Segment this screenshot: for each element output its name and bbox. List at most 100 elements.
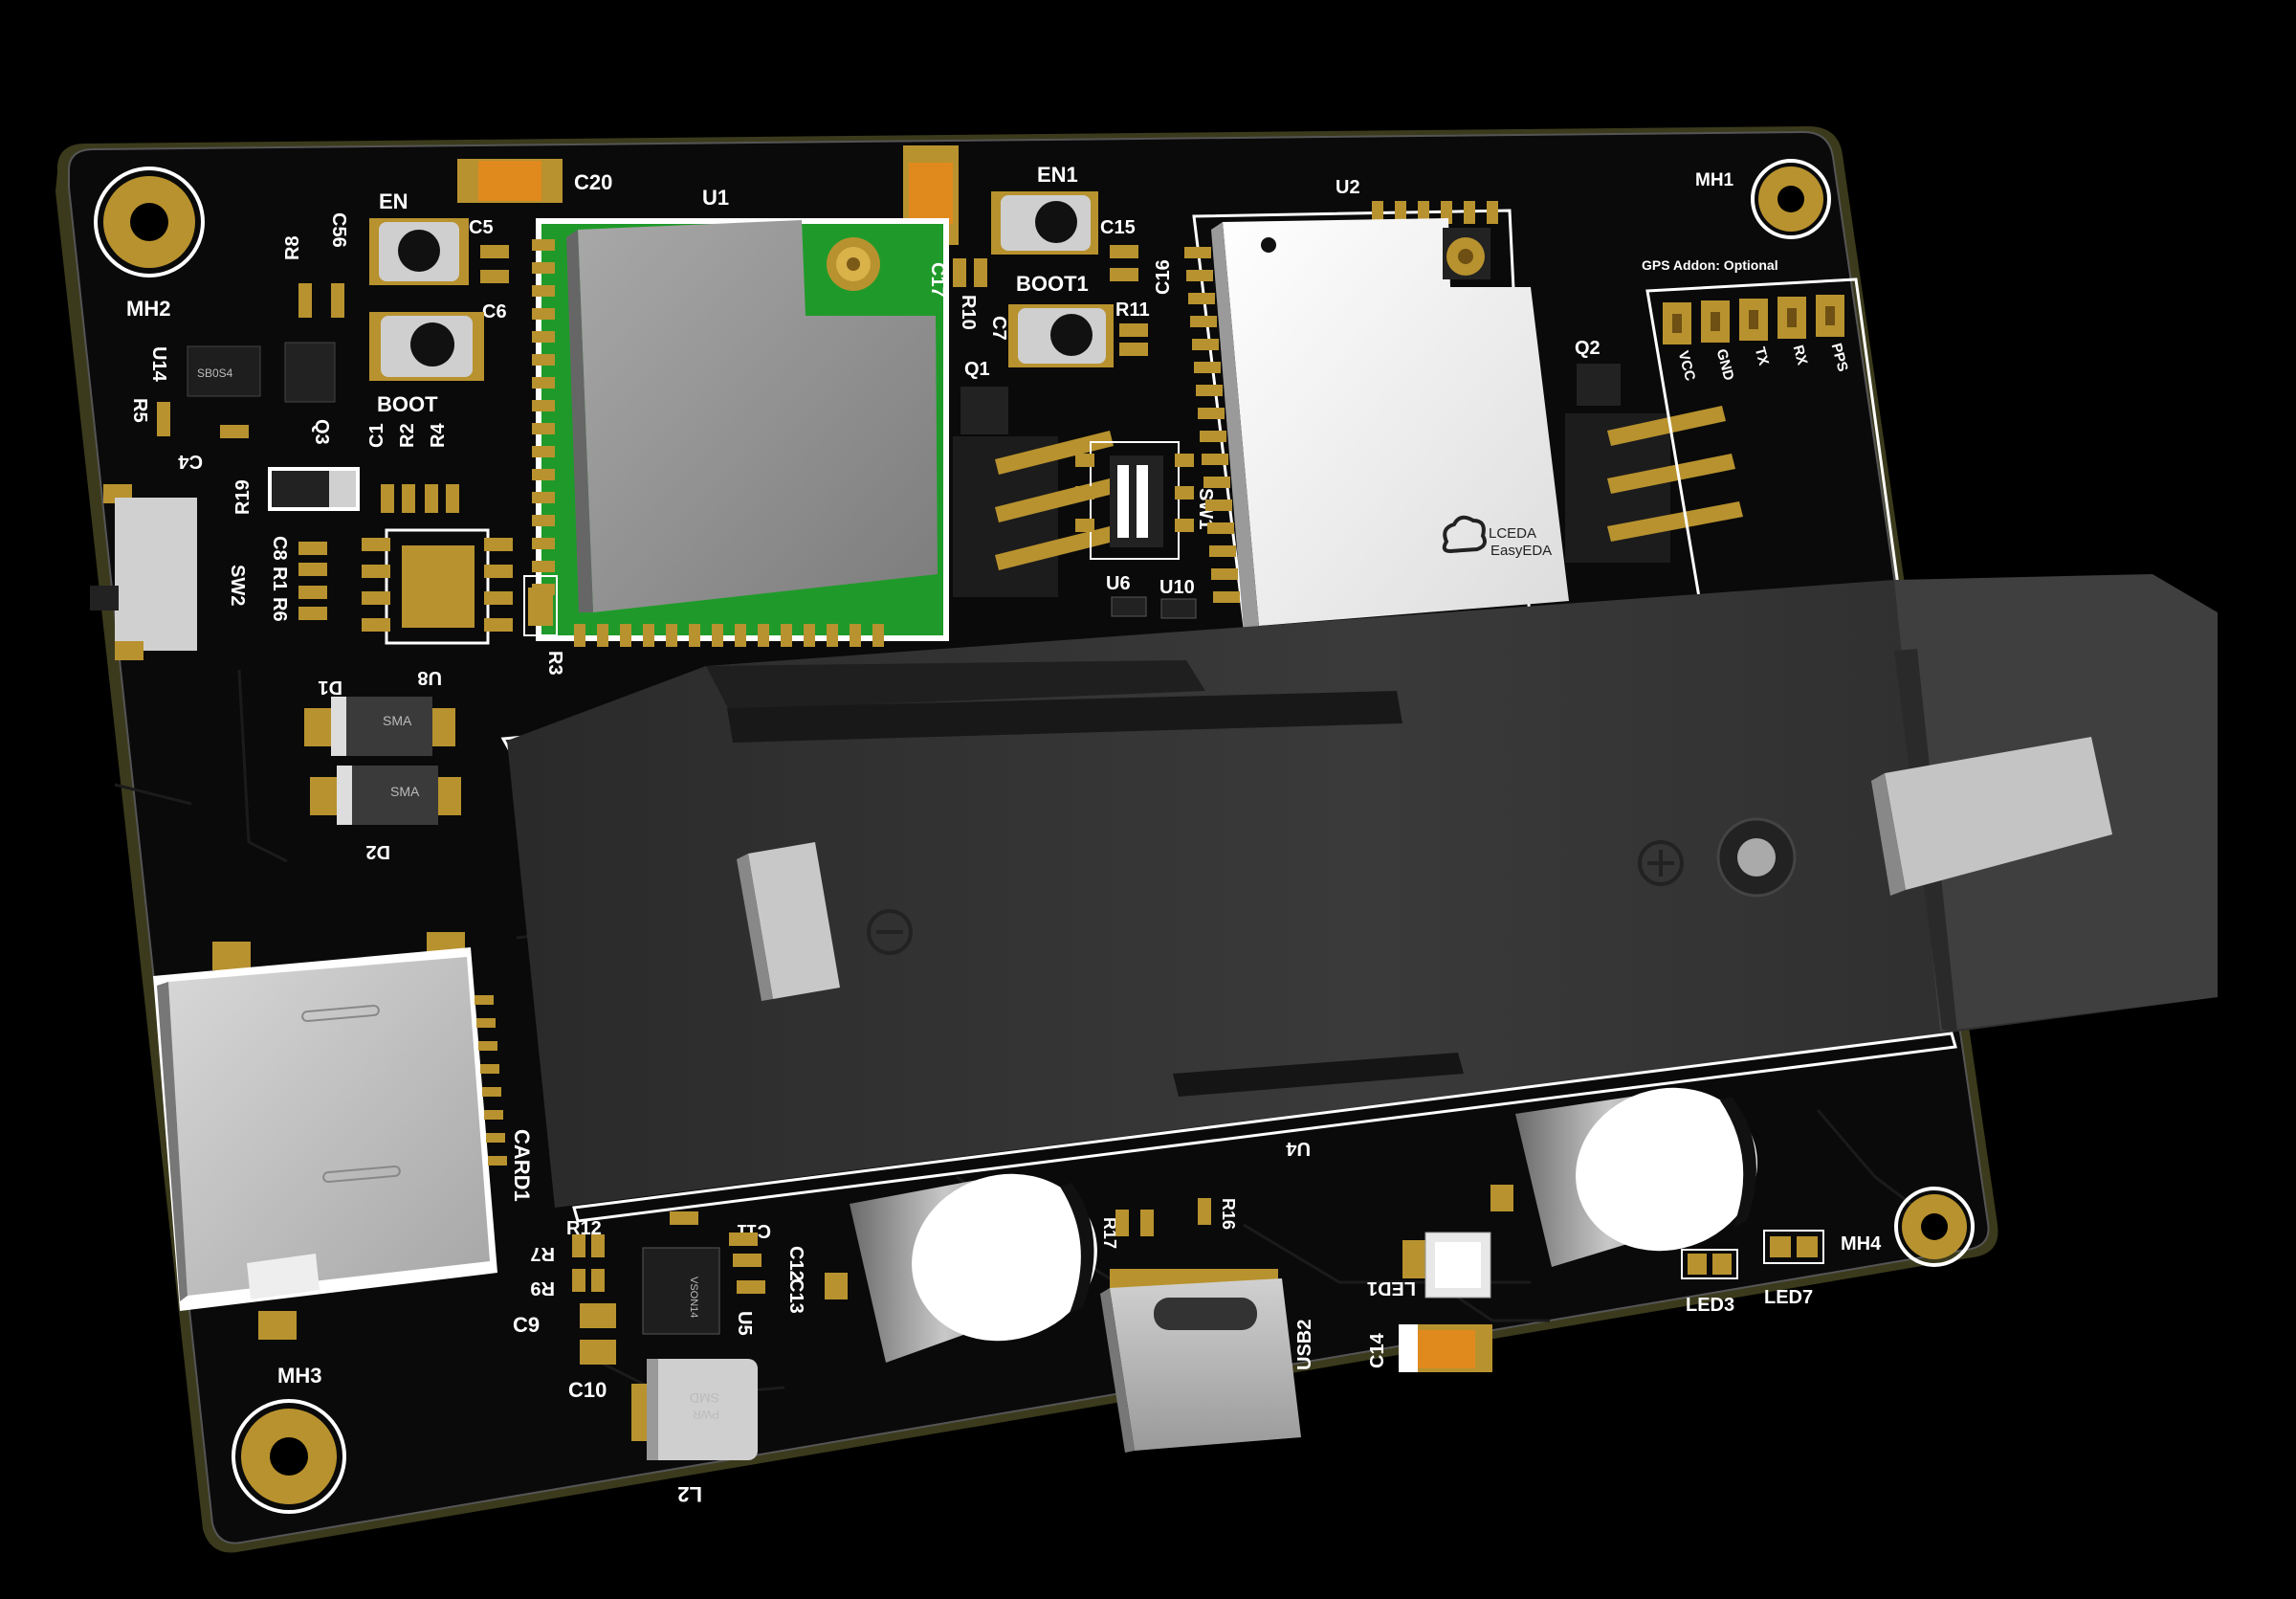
- resistor-r19: [268, 467, 360, 511]
- gps-header: [1645, 278, 1900, 599]
- label-d1: D1: [318, 677, 342, 698]
- label-r6: R6: [269, 597, 290, 622]
- battery-holder-u4: [500, 574, 2218, 1223]
- label-r8: R8: [282, 235, 303, 260]
- transistor-q2: [1577, 364, 1621, 406]
- mounting-hole-mh1: [1751, 159, 1831, 239]
- label-mh4: MH4: [1841, 1233, 1882, 1255]
- led-led1: [1402, 1232, 1491, 1299]
- mounting-hole-mh3: [232, 1399, 346, 1514]
- label-l2: L2: [677, 1482, 702, 1506]
- label-r12: R12: [566, 1218, 602, 1239]
- label-c12: C12: [785, 1246, 806, 1281]
- label-c5: C5: [469, 217, 494, 238]
- usb-c-port-usb2[interactable]: [1100, 1269, 1301, 1453]
- label-mh2: MH2: [126, 297, 170, 321]
- label-mh1: MH1: [1695, 170, 1734, 190]
- label-usb2: USB2: [1294, 1320, 1315, 1370]
- pin-header-left: [953, 431, 1114, 597]
- label-r9: R9: [530, 1277, 555, 1299]
- label-c6: C6: [482, 301, 507, 322]
- label-u1: U1: [702, 186, 729, 210]
- label-c15: C15: [1100, 217, 1136, 238]
- label-r4: R4: [428, 423, 449, 448]
- label-boot1: BOOT1: [1016, 272, 1089, 296]
- chip-u5: VSON14: [642, 1247, 720, 1335]
- label-u2: U2: [1336, 177, 1360, 198]
- diode-d2-mark: SMA: [390, 784, 420, 799]
- label-c14: C14: [1367, 1332, 1388, 1368]
- led-led3: [1681, 1249, 1738, 1279]
- gps-pin-tx: TX: [1752, 345, 1772, 367]
- passives-mid: [953, 245, 1148, 356]
- label-led3: LED3: [1686, 1295, 1734, 1316]
- label-u5: U5: [734, 1311, 755, 1336]
- label-u6: U6: [1106, 573, 1131, 594]
- button-en1[interactable]: [991, 191, 1098, 255]
- label-u10: U10: [1159, 577, 1195, 598]
- switch-sw1[interactable]: [1075, 441, 1194, 560]
- mounting-hole-mh4: [1894, 1187, 1975, 1267]
- mounting-hole-mh2: [94, 167, 205, 278]
- label-en1: EN1: [1037, 163, 1078, 187]
- label-u8: U8: [417, 667, 442, 688]
- label-q3: Q3: [311, 419, 332, 445]
- label-c16: C16: [1153, 259, 1174, 295]
- module-u2: LCEDA EasyEDA: [1184, 201, 1569, 653]
- pin-header-right: [1565, 406, 1743, 563]
- chips-u6-u10: [1111, 596, 1197, 619]
- label-en: EN: [379, 189, 408, 213]
- passives-left: [157, 245, 509, 620]
- label-r19: R19: [232, 479, 254, 515]
- module-u1: [532, 218, 949, 647]
- svg-text:VSON14: VSON14: [688, 1277, 699, 1318]
- passives-usb: [1115, 1198, 1211, 1236]
- label-d2: D2: [365, 841, 390, 862]
- module-brand-easyeda: EasyEDA: [1490, 543, 1552, 559]
- label-r11: R11: [1115, 300, 1150, 321]
- label-c10: C10: [568, 1378, 607, 1402]
- label-r7: R7: [530, 1243, 555, 1264]
- electrolytic-capacitor-right: [1490, 1087, 1757, 1267]
- label-r16: R16: [1219, 1198, 1238, 1230]
- label-c4: C4: [178, 451, 203, 472]
- inductor-l2: SMD PWR: [631, 1359, 758, 1460]
- switch-sw2[interactable]: [90, 484, 197, 660]
- transistor-q1: [960, 387, 1008, 434]
- module-brand-lceda: LCEDA: [1489, 525, 1536, 542]
- label-r2: R2: [397, 423, 418, 448]
- label-c17: C17: [927, 262, 948, 298]
- label-sw2: SW2: [227, 565, 248, 606]
- button-en[interactable]: [369, 218, 469, 285]
- label-c1: C1: [366, 423, 387, 448]
- label-r17: R17: [1100, 1217, 1119, 1249]
- diode-d2: SMA: [310, 766, 461, 825]
- electrolytic-capacitor-left: [825, 1173, 1097, 1363]
- gps-header-title: GPS Addon: Optional: [1642, 257, 1778, 273]
- inductor-mark: SMD: [690, 1390, 719, 1406]
- chip-u14: SB0S4: [187, 345, 261, 397]
- passives-bottom-left: [572, 1211, 765, 1365]
- label-boot: BOOT: [377, 392, 438, 416]
- capacitor-c14: [1399, 1324, 1492, 1372]
- label-r1: R1: [269, 566, 290, 591]
- label-c56: C56: [328, 212, 349, 248]
- inductor-mark-sub: PWR: [693, 1408, 719, 1421]
- label-r5: R5: [129, 398, 150, 423]
- transistor-q3: [284, 342, 336, 403]
- capacitor-c20: [457, 159, 563, 203]
- label-u14: U14: [148, 346, 169, 383]
- label-r3: R3: [544, 651, 565, 676]
- button-boot[interactable]: [369, 312, 484, 381]
- label-led1: LED1: [1367, 1277, 1416, 1299]
- label-c13: C13: [785, 1278, 806, 1314]
- label-q2: Q2: [1575, 338, 1601, 359]
- button-boot1-cap[interactable]: [1008, 304, 1114, 367]
- microsd-slot-card1: [153, 932, 507, 1340]
- label-card1: CARD1: [510, 1129, 534, 1202]
- diode-d1-mark: SMA: [383, 713, 412, 728]
- gps-pin-rx: RX: [1790, 344, 1811, 367]
- svg-text:SB0S4: SB0S4: [197, 366, 233, 380]
- label-c20: C20: [574, 170, 612, 194]
